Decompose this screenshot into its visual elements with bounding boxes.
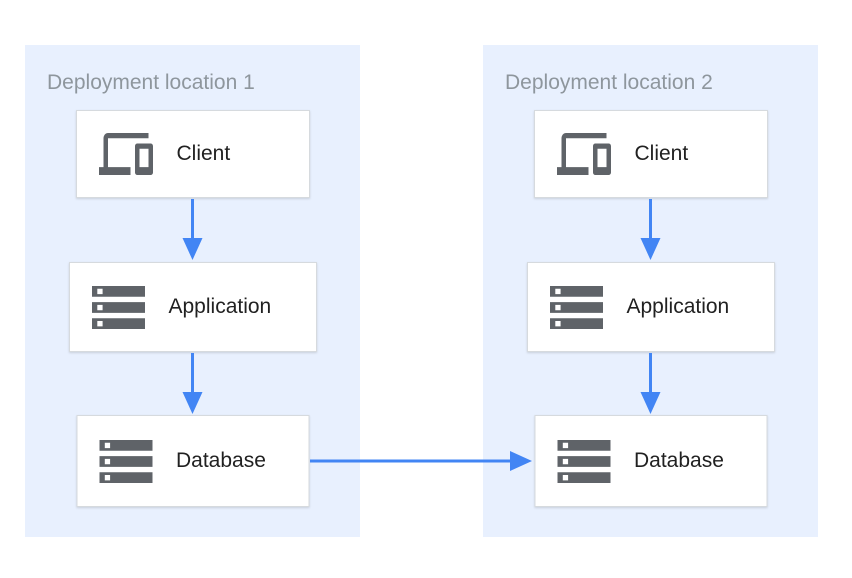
deployment-location-1: Deployment location 1 Client Application [25,45,360,537]
devices-icon [556,133,611,175]
node-label: Database [634,449,724,472]
node-database-1: Database [76,415,309,507]
node-label: Database [176,449,266,472]
node-database-2: Database [534,415,767,507]
node-label: Application [168,295,272,318]
location-title: Deployment location 2 [505,71,713,94]
devices-icon [98,133,153,175]
server-stack-icon [99,439,152,483]
node-application-2: Application [526,262,775,352]
node-label: Client [176,142,231,165]
node-label: Application [626,295,730,318]
node-label: Client [634,142,689,165]
deployment-location-2: Deployment location 2 Client Application [483,45,818,537]
location-title: Deployment location 1 [47,71,255,94]
node-client-1: Client [75,110,310,198]
node-application-1: Application [68,262,317,352]
server-stack-icon [549,285,603,329]
server-stack-icon [557,439,610,483]
node-client-2: Client [533,110,768,198]
server-stack-icon [91,285,145,329]
